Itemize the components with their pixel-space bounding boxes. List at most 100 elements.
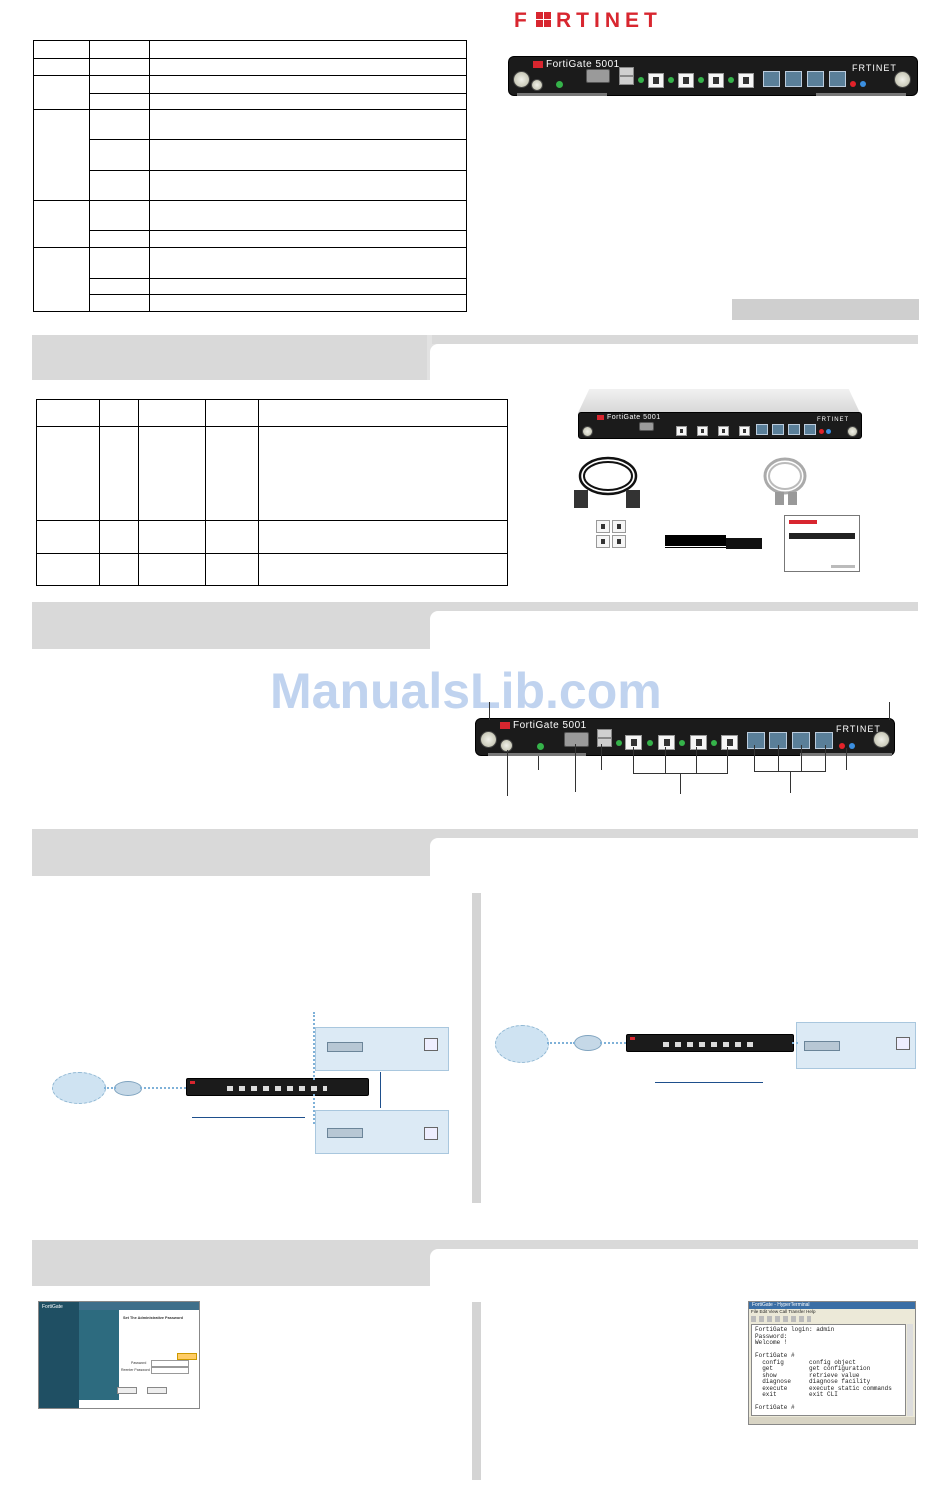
fortinet-logo-mark: F RTINET xyxy=(514,9,657,32)
front-panel-top: FortiGate 5001 FRTINET xyxy=(508,56,918,96)
front-panel-package: FortiGate 5001 FRTINET xyxy=(578,412,862,439)
terminal-menubar: File Edit View Call Transfer Help xyxy=(751,1309,815,1314)
section-tab-1 xyxy=(32,335,427,380)
port-led xyxy=(616,740,622,746)
documentation-cd-icon xyxy=(665,535,726,546)
callout-line xyxy=(801,745,802,771)
callout-line xyxy=(846,748,847,770)
brand-right-small: FRTINET xyxy=(817,417,849,423)
terminal-line: config config object xyxy=(755,1358,856,1366)
transceiver-icon xyxy=(596,535,610,548)
router-icon xyxy=(114,1081,142,1096)
callout-line xyxy=(696,747,697,773)
transceiver-icon xyxy=(612,535,626,548)
status-led xyxy=(556,81,563,88)
distance-arrow-right xyxy=(655,1082,763,1083)
gui-change-button[interactable] xyxy=(177,1353,197,1360)
callout-line xyxy=(790,771,791,793)
port-row-icon xyxy=(663,1042,755,1047)
port-led xyxy=(679,740,685,746)
ethernet-cable-illustration xyxy=(763,457,807,505)
alarm-led xyxy=(819,429,824,434)
fiber-port xyxy=(739,426,750,436)
gui-cancel-button[interactable] xyxy=(147,1387,167,1394)
gui-confirm-field[interactable] xyxy=(151,1367,189,1374)
hyperterminal-window: FortiGate - HyperTerminal File Edit View… xyxy=(748,1301,916,1425)
ethernet-port-4 xyxy=(815,732,833,749)
fiber-port xyxy=(676,426,687,436)
callout-line xyxy=(665,747,666,773)
gui-confirm-label: Reenter Password xyxy=(121,1368,150,1372)
link-dots-vertical xyxy=(313,1094,315,1124)
guide-footer-icon xyxy=(831,565,855,568)
port-led xyxy=(698,77,704,83)
callout-line xyxy=(575,744,576,792)
screw-right-icon xyxy=(873,731,890,748)
section-white-1 xyxy=(430,344,920,381)
port-row-icon xyxy=(227,1086,327,1091)
screw-right-icon xyxy=(847,426,858,437)
port-led xyxy=(668,77,674,83)
section-white-4 xyxy=(430,1249,920,1287)
gui-password-field[interactable] xyxy=(151,1360,189,1367)
usb-port-1 xyxy=(619,67,634,76)
callout-line xyxy=(889,702,890,720)
gui-sidebar: FortiGate xyxy=(39,1302,79,1408)
computer-icon xyxy=(424,1038,438,1051)
caption-bar xyxy=(732,299,919,320)
null-modem-cable-illustration xyxy=(574,456,640,508)
alarm-led xyxy=(839,743,845,749)
web-gui-screenshot: FortiGate Set The Administrative Passwor… xyxy=(38,1301,200,1409)
ha-arrow xyxy=(380,1072,381,1108)
brand-right-callouts-text: FRTINET xyxy=(836,724,881,734)
usb-port-2 xyxy=(597,738,612,747)
terminal-line: get get configuration xyxy=(755,1365,871,1372)
transceiver-icon xyxy=(596,520,610,533)
console-port xyxy=(564,732,589,747)
gui-ok-button[interactable] xyxy=(117,1387,137,1394)
svg-text:F: F xyxy=(514,9,531,32)
hotswap-led xyxy=(849,743,855,749)
brand-right-text: FRTINET xyxy=(852,63,897,73)
hotswap-led xyxy=(860,81,866,87)
mark-icon xyxy=(190,1081,195,1084)
link-dots xyxy=(547,1042,575,1044)
switch-icon xyxy=(804,1041,840,1051)
power-screw-icon xyxy=(500,739,513,752)
terminal-title-text: FortiGate - HyperTerminal xyxy=(752,1302,810,1308)
screw-left-icon xyxy=(582,426,593,437)
brand-right-callouts: FRTINET xyxy=(836,724,881,734)
fortinet-logo: F RTINET xyxy=(514,8,684,32)
status-led xyxy=(537,743,544,750)
fiber-port-2 xyxy=(658,735,675,750)
model-label-small-text: FortiGate 5001 xyxy=(607,414,661,421)
gui-heading-text: Set The Administrative Password xyxy=(123,1316,183,1320)
alarm-led xyxy=(850,81,856,87)
terminal-line: diagnose diagnose facility xyxy=(755,1378,871,1385)
internet-cloud-icon xyxy=(52,1072,106,1104)
usb-port-1 xyxy=(597,729,612,738)
console-port xyxy=(639,422,654,431)
hotswap-led xyxy=(826,429,831,434)
model-label-text: FortiGate 5001 xyxy=(546,59,620,70)
section-white-2 xyxy=(430,611,920,649)
fiber-port-4 xyxy=(721,735,738,750)
switch-icon xyxy=(327,1042,363,1052)
terminal-scrollbar[interactable] xyxy=(907,1324,913,1416)
column-divider-1 xyxy=(472,893,481,1203)
terminal-titlebar: FortiGate - HyperTerminal xyxy=(749,1302,915,1309)
terminal-line: exit exit CLI xyxy=(755,1391,838,1398)
gui-menu-panel xyxy=(79,1310,119,1400)
callout-line xyxy=(680,773,681,794)
handle-left xyxy=(488,753,586,756)
fortinet-mark-icon xyxy=(500,721,510,729)
fortinet-mark-icon xyxy=(597,414,604,420)
link-dots xyxy=(140,1087,186,1089)
gui-heading: Set The Administrative Password xyxy=(123,1316,183,1320)
model-label-callouts-text: FortiGate 5001 xyxy=(513,720,587,731)
callout-line xyxy=(727,747,728,773)
callout-line xyxy=(538,756,539,770)
fiber-port xyxy=(697,426,708,436)
computer-icon xyxy=(896,1037,910,1050)
